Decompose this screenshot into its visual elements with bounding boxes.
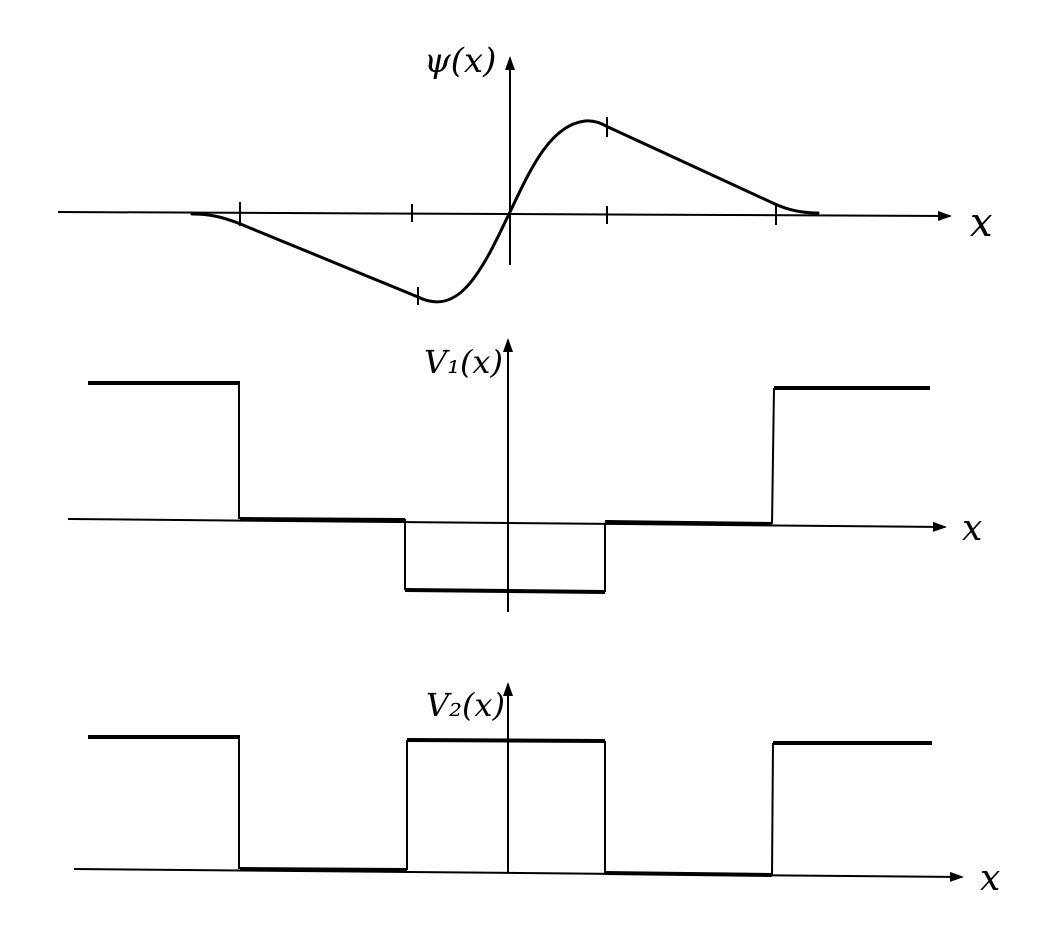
v2-step-up-right (771, 742, 774, 876)
v2-y-label: V₂(x) (426, 686, 505, 724)
v2-center-high-segment (406, 738, 606, 743)
v1-right-zero-segment (604, 520, 773, 526)
v1-panel: V₁(x) x (67, 338, 982, 612)
v1-left-zero-segment (239, 517, 406, 522)
v1-step-up-right (771, 387, 775, 525)
psi-x-label: x (970, 200, 993, 246)
psi-y-label: ψ(x) (424, 41, 496, 81)
v2-left-zero-segment (239, 867, 408, 872)
psi-x-axis (57, 210, 952, 221)
v1-x-label: x (962, 508, 982, 549)
v2-right-zero-segment (604, 871, 773, 877)
v2-x-label: x (980, 858, 1000, 899)
psi-wavefunction-curve (190, 119, 820, 304)
v2-panel: V₂(x) x (73, 682, 1000, 899)
v2-x-axis (73, 868, 964, 882)
v1-well-bottom (404, 588, 606, 594)
psi-panel: ψ(x) x (57, 41, 993, 305)
v1-x-axis (67, 518, 947, 532)
v1-y-label: V₁(x) (424, 343, 503, 381)
